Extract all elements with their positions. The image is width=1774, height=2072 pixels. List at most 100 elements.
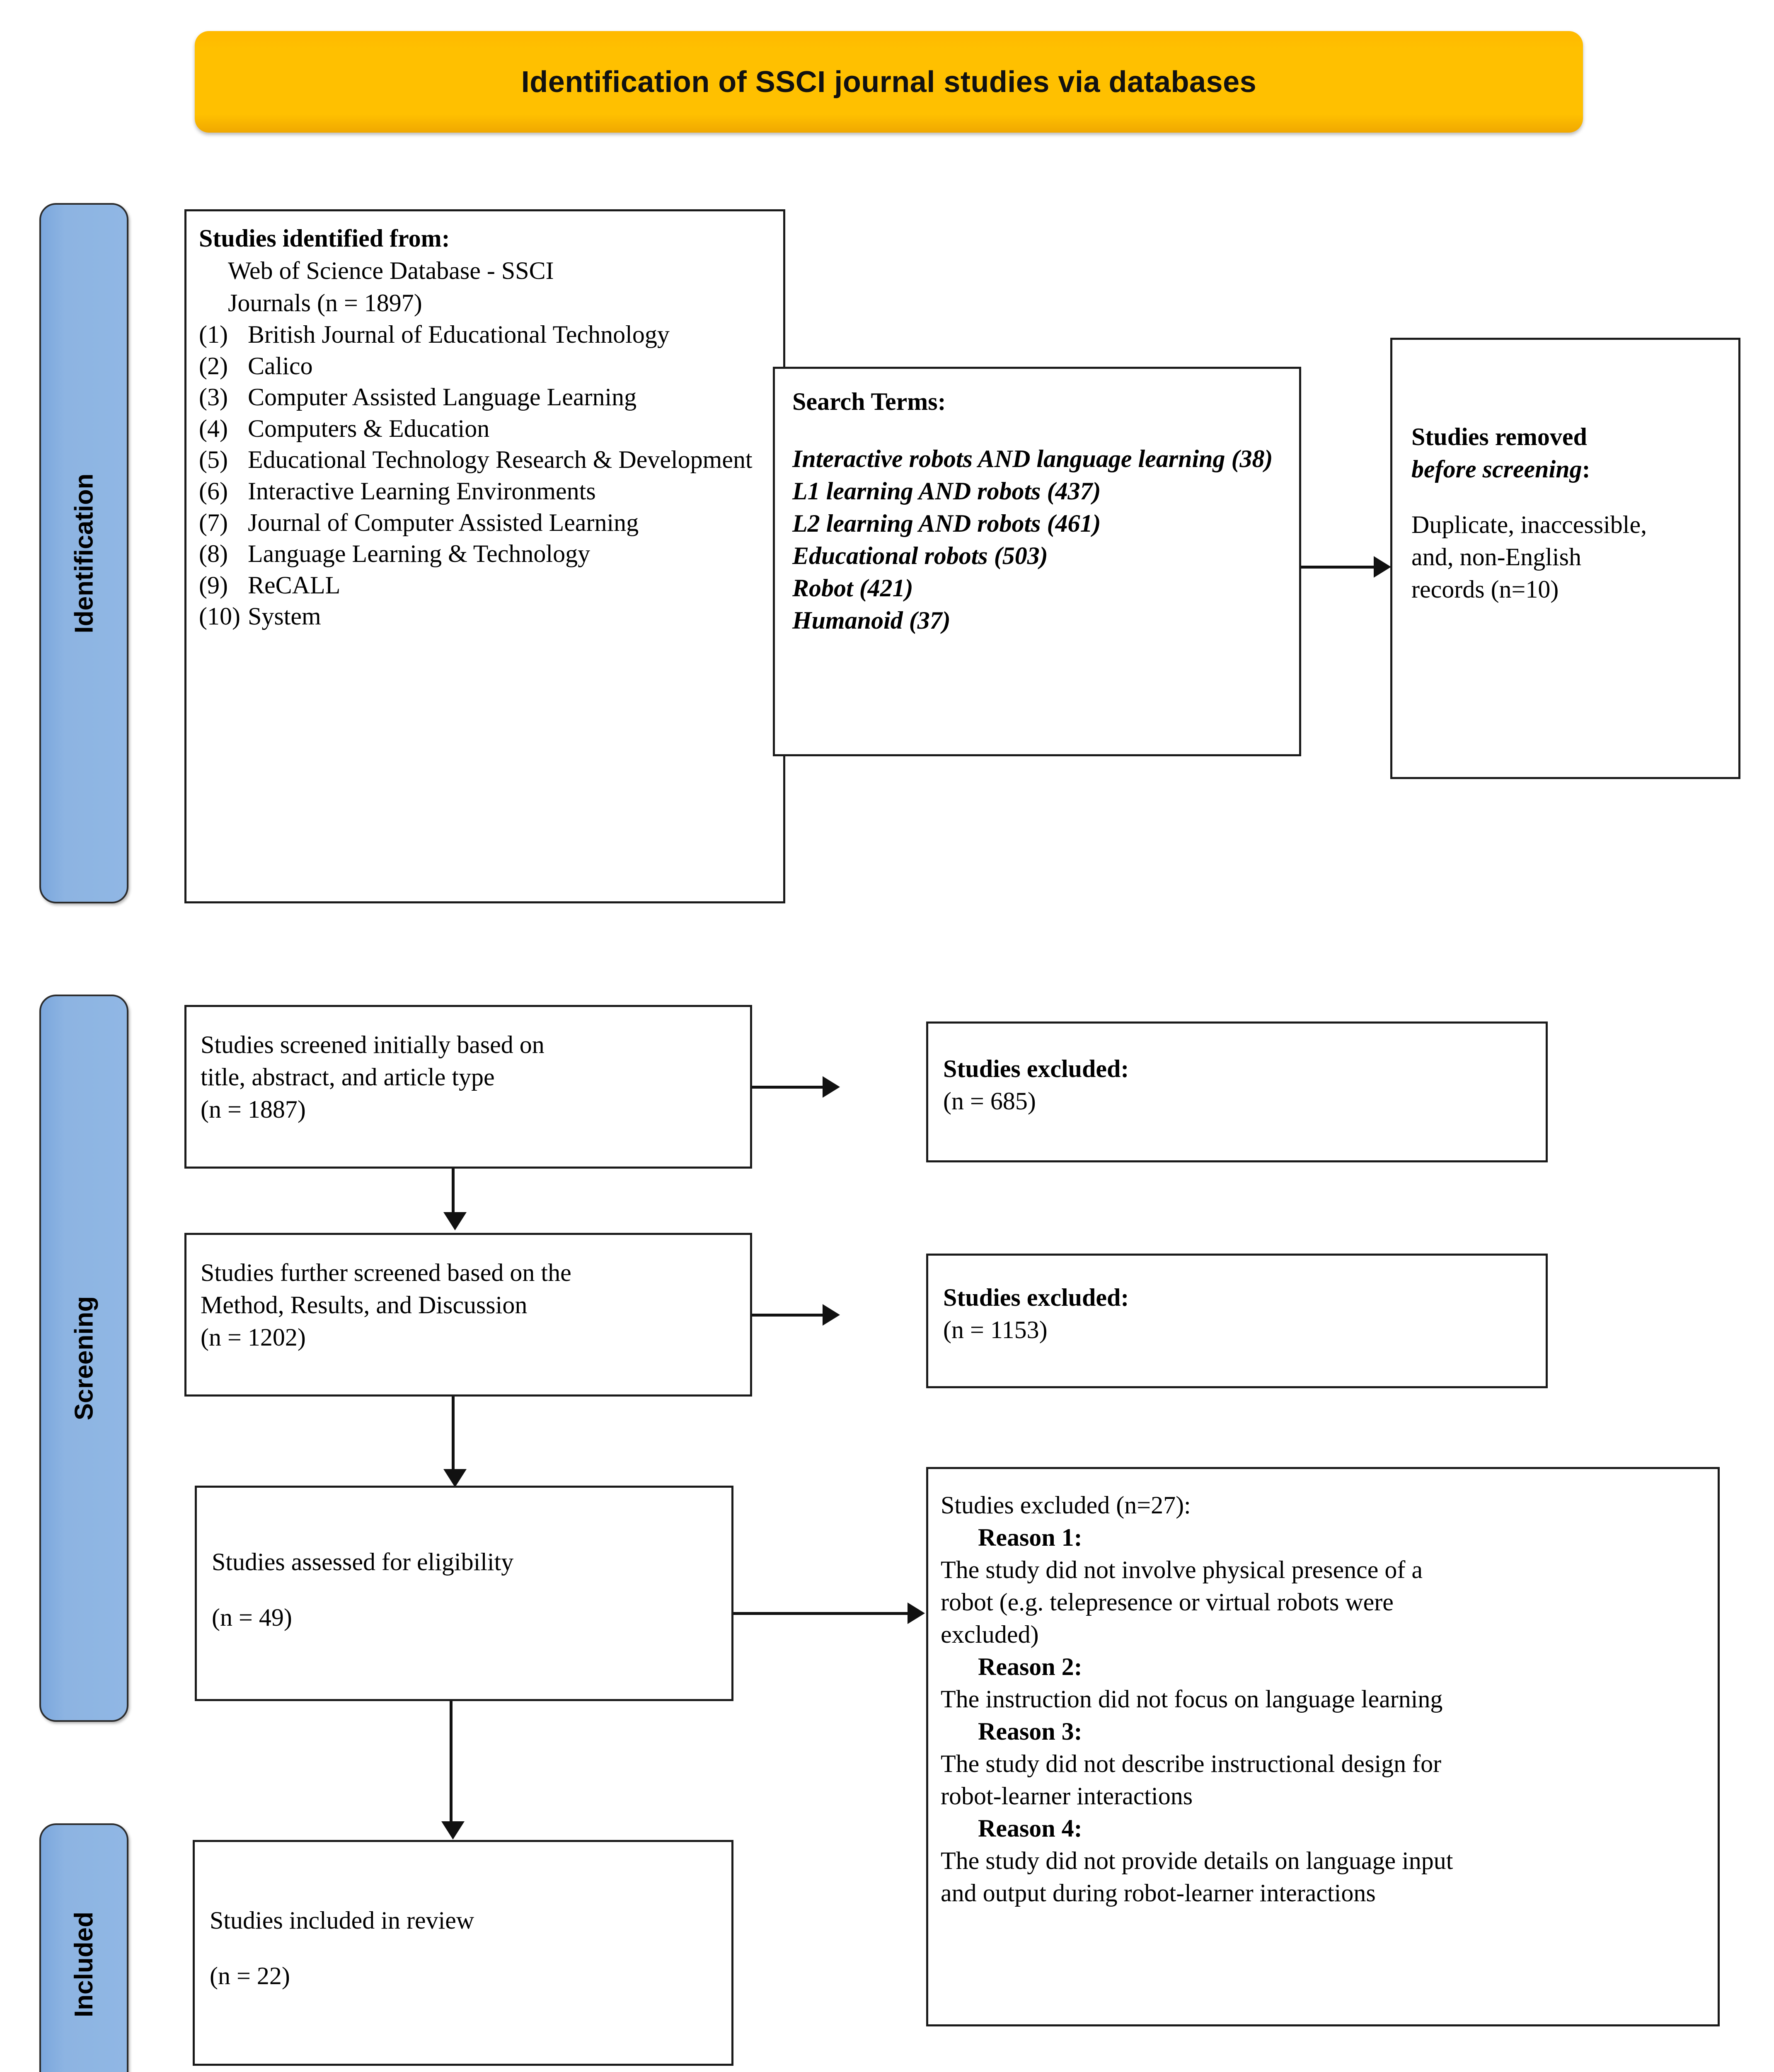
- search-term-item: L2 learning AND robots (461): [792, 510, 1101, 537]
- reason-group: Reason 4:: [978, 1812, 1705, 1844]
- journal-name: Language Learning & Technology: [248, 540, 591, 568]
- removed-subheading: before screening:: [1411, 453, 1719, 485]
- screen2-line-2: Method, Results, and Discussion: [201, 1291, 528, 1319]
- stage-bar-identification: Identification: [39, 203, 128, 903]
- included-line-1: Studies included in review: [210, 1907, 474, 1934]
- journal-number: (5): [199, 446, 228, 474]
- included-count: (n = 22): [210, 1962, 290, 1990]
- banner-title: Identification of SSCI journal studies v…: [521, 65, 1257, 99]
- journal-name: Computer Assisted Language Learning: [248, 383, 637, 411]
- journal-list-item: (7) Journal of Computer Assisted Learnin…: [199, 507, 771, 539]
- reason-text-line: The study did not involve physical prese…: [941, 1556, 1423, 1583]
- stage-label-included: Included: [70, 1911, 98, 2017]
- journal-name: Educational Technology Research & Develo…: [248, 446, 753, 474]
- connector-screen2-to-excluded2: [752, 1314, 825, 1317]
- connector-screen2-to-eligibility: [452, 1397, 455, 1473]
- journal-list-item: (6) Interactive Learning Environments: [199, 476, 771, 507]
- eligibility-count: (n = 49): [212, 1604, 292, 1631]
- journal-name: ReCALL: [248, 571, 341, 599]
- screen1-line-2: title, abstract, and article type: [201, 1063, 495, 1091]
- search-term-item: Robot (421): [792, 574, 913, 602]
- reason-label: Reason 1:: [978, 1524, 1082, 1551]
- connector-search-to-removed: [1301, 566, 1376, 569]
- reason-text-line: The study did not provide details on lan…: [941, 1847, 1453, 1874]
- journal-number: (2): [199, 352, 228, 380]
- reason-label: Reason 4:: [978, 1815, 1082, 1842]
- reason-text-line: robot-learner interactions: [941, 1782, 1193, 1810]
- studies-excluded-1-box: Studies excluded: (n = 685): [926, 1021, 1548, 1162]
- reason-group: Reason 3:: [978, 1715, 1705, 1748]
- removed-body-line-2: and, non-English: [1411, 543, 1581, 571]
- database-line-1: Web of Science Database - SSCI: [228, 257, 554, 284]
- journal-list-item: (3) Computer Assisted Language Learning: [199, 382, 771, 413]
- reason-text-line: The study did not describe instructional…: [941, 1750, 1442, 1777]
- identification-banner: Identification of SSCI journal studies v…: [195, 31, 1583, 133]
- search-terms-box: Search Terms: Interactive robots AND lan…: [773, 367, 1301, 756]
- studies-screened-initial-box: Studies screened initially based on titl…: [184, 1005, 752, 1169]
- journal-number: (9): [199, 571, 228, 599]
- screen2-count: (n = 1202): [201, 1324, 306, 1351]
- connector-eligibility-to-included: [450, 1701, 453, 1825]
- excluded2-heading: Studies excluded:: [943, 1284, 1129, 1311]
- journal-name: Interactive Learning Environments: [248, 477, 596, 505]
- journal-number: (6): [199, 477, 228, 505]
- arrow-eligibility-to-reasons: [908, 1602, 925, 1624]
- arrow-screen2-to-eligibility: [443, 1469, 467, 1487]
- excluded2-count: (n = 1153): [943, 1316, 1048, 1343]
- connector-screen1-to-excluded1: [752, 1086, 825, 1089]
- stage-label-screening: Screening: [70, 1296, 98, 1421]
- journal-list-item: (9) ReCALL: [199, 570, 771, 601]
- excluded1-count: (n = 685): [943, 1087, 1036, 1115]
- arrow-screen2-to-excluded2: [823, 1304, 840, 1326]
- reason-text-line: The instruction did not focus on languag…: [941, 1685, 1443, 1713]
- journal-number: (1): [199, 321, 228, 348]
- search-term-item: L1 learning AND robots (437): [792, 477, 1101, 505]
- arrow-search-to-removed: [1374, 556, 1391, 578]
- reasons-heading: Studies excluded (n=27):: [941, 1491, 1191, 1519]
- connector-screen1-to-screen2: [452, 1169, 455, 1216]
- journal-list-item: (10) System: [199, 601, 771, 632]
- journal-list-item: (5) Educational Technology Research & De…: [199, 444, 771, 476]
- journal-list-item: (8) Language Learning & Technology: [199, 538, 771, 570]
- journal-number: (7): [199, 508, 228, 536]
- studies-excluded-reasons-box: Studies excluded (n=27): Reason 1: The s…: [926, 1467, 1720, 2026]
- reason-group: Reason 2:: [978, 1651, 1705, 1683]
- journal-name: Calico: [248, 352, 313, 380]
- search-term-item: Humanoid (37): [792, 607, 951, 634]
- studies-removed-box: Studies removed before screening: Duplic…: [1390, 338, 1740, 779]
- connector-eligibility-to-reasons: [733, 1612, 910, 1615]
- reason-label: Reason 3:: [978, 1718, 1082, 1745]
- studies-excluded-2-box: Studies excluded: (n = 1153): [926, 1254, 1548, 1388]
- stage-bar-screening: Screening: [39, 995, 128, 1722]
- search-terms-heading: Search Terms:: [792, 388, 946, 415]
- studies-screened-further-box: Studies further screened based on the Me…: [184, 1233, 752, 1397]
- journal-name: Journal of Computer Assisted Learning: [248, 508, 639, 536]
- removed-body-line-3: records (n=10): [1411, 576, 1559, 603]
- stage-label-identification: Identification: [70, 473, 98, 633]
- search-term-item: Educational robots (503): [792, 542, 1048, 569]
- arrow-screen1-to-excluded1: [823, 1076, 840, 1098]
- removed-subheading-colon: :: [1582, 455, 1590, 483]
- reason-text-line: and output during robot-learner interact…: [941, 1879, 1376, 1907]
- reason-text-line: robot (e.g. telepresence or virtual robo…: [941, 1588, 1394, 1616]
- journal-number: (10): [199, 603, 240, 630]
- screen1-count: (n = 1887): [201, 1096, 306, 1123]
- journal-number: (3): [199, 383, 228, 411]
- journal-name: System: [248, 603, 321, 630]
- removed-subheading-italic: before screening: [1411, 455, 1582, 483]
- screen1-line-1: Studies screened initially based on: [201, 1031, 545, 1058]
- studies-eligibility-box: Studies assessed for eligibility (n = 49…: [195, 1486, 733, 1701]
- studies-included-box: Studies included in review (n = 22): [193, 1840, 733, 2066]
- reason-group: Reason 1:: [978, 1521, 1705, 1554]
- journal-name: Computers & Education: [248, 414, 490, 442]
- reason-text-line: excluded): [941, 1621, 1039, 1648]
- journal-list-item: (1) British Journal of Educational Techn…: [199, 319, 771, 351]
- journal-list-item: (2) Calico: [199, 351, 771, 382]
- arrow-eligibility-to-included: [441, 1821, 465, 1840]
- arrow-screen1-to-screen2: [443, 1212, 467, 1230]
- eligibility-line-1: Studies assessed for eligibility: [212, 1548, 514, 1576]
- journal-name: British Journal of Educational Technolog…: [248, 321, 670, 348]
- journal-list-item: (4) Computers & Education: [199, 413, 771, 445]
- search-term-item: Interactive robots AND language learning…: [792, 445, 1273, 472]
- screen2-line-1: Studies further screened based on the: [201, 1259, 571, 1286]
